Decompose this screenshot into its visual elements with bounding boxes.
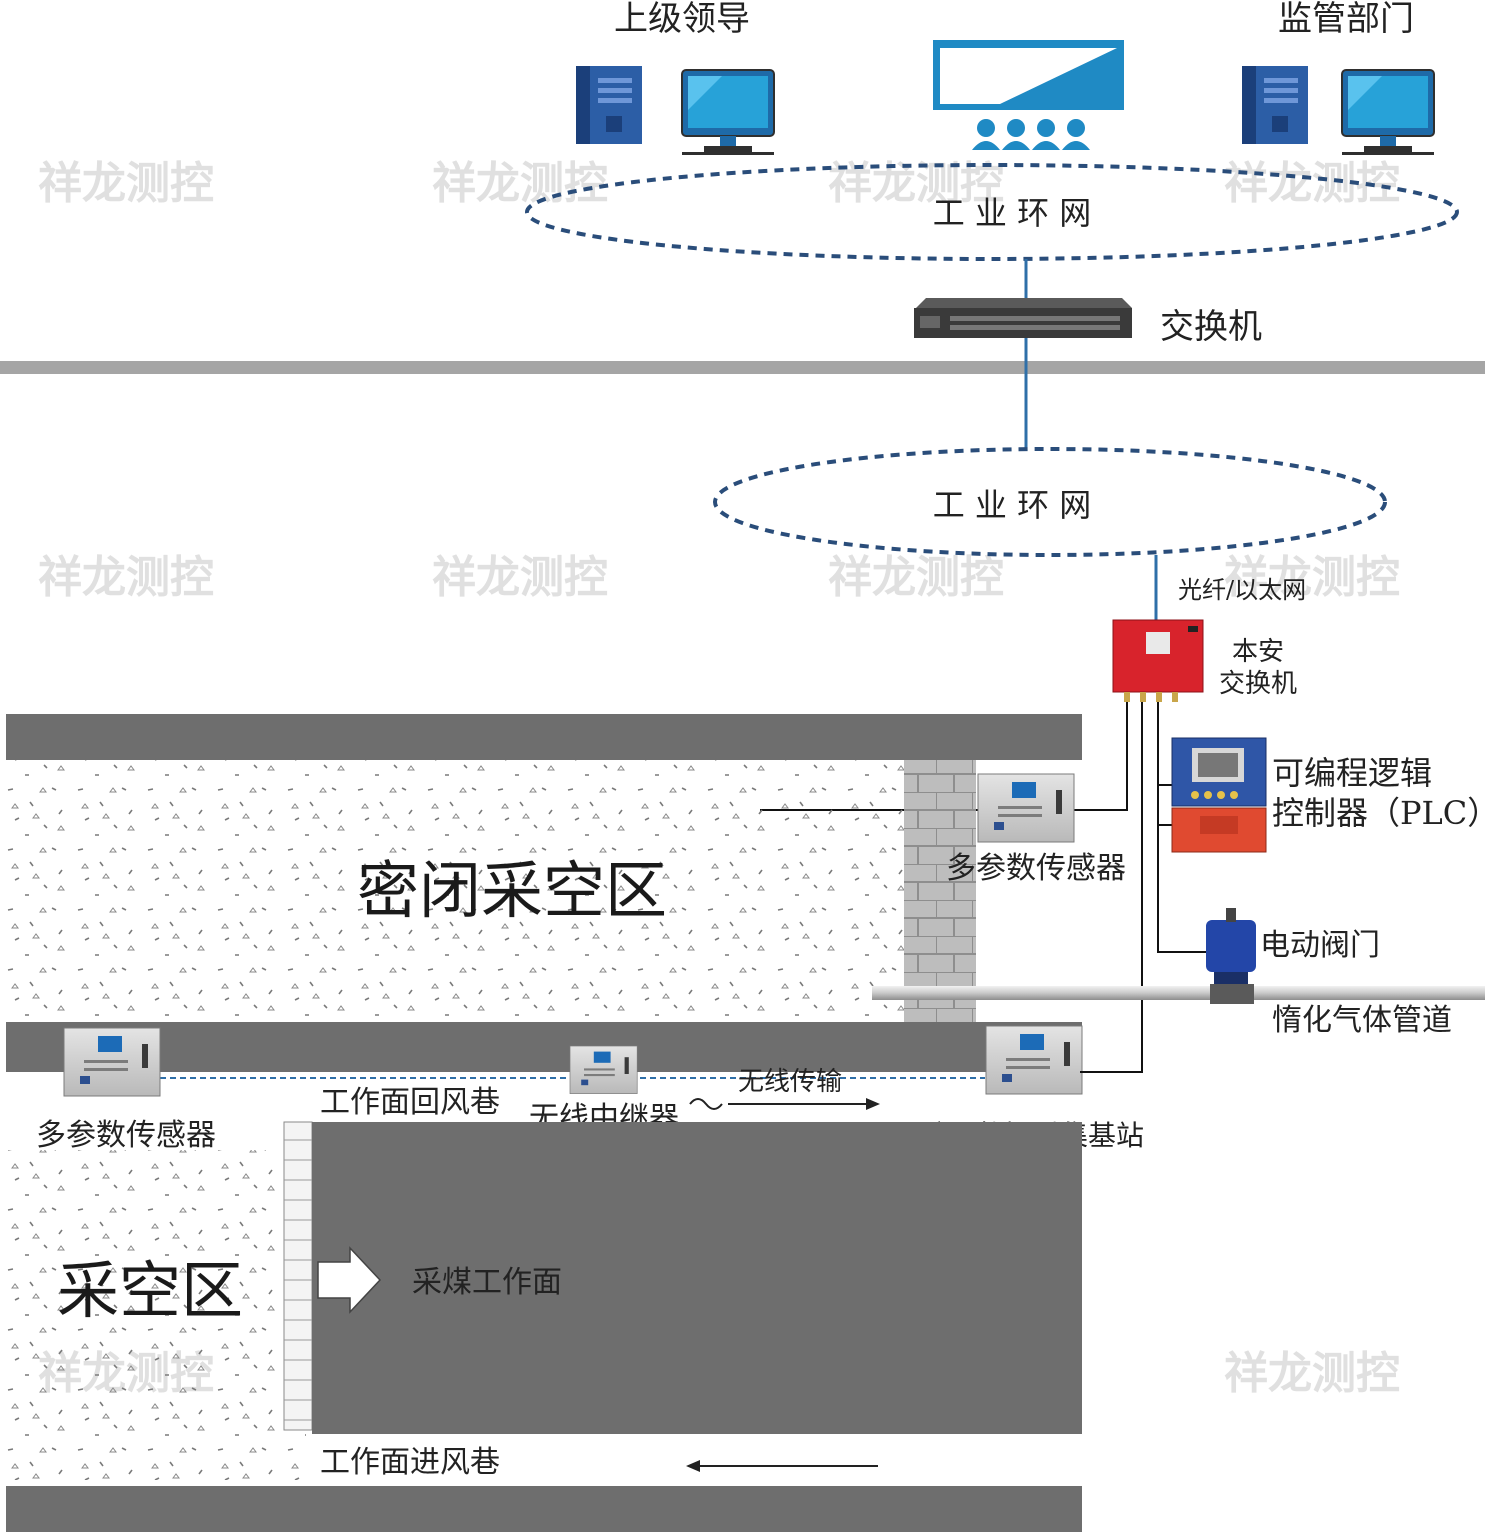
superior-label: 上级领导 bbox=[614, 0, 750, 39]
industrial-ring-mid bbox=[713, 447, 1387, 557]
watermark: 祥龙测控 bbox=[38, 552, 214, 603]
rock-layer-return bbox=[6, 1022, 1082, 1072]
industrial-ring-top bbox=[525, 163, 1459, 261]
desktop-monitor-icon bbox=[681, 69, 775, 156]
right-arrow-icon bbox=[728, 1098, 880, 1110]
return-airway-label: 工作面回风巷 bbox=[320, 1085, 500, 1120]
surface-separator bbox=[0, 361, 1485, 374]
intake-airway-label: 工作面进风巷 bbox=[320, 1445, 500, 1480]
wireless-repeater-icon bbox=[569, 1045, 638, 1094]
watermark: 祥龙测控 bbox=[432, 158, 608, 209]
ring-top-label: 工 业 环 网 bbox=[933, 194, 1092, 232]
multi-sensor-left-label: 多参数传感器 bbox=[36, 1118, 216, 1153]
rock-layer-bottom bbox=[6, 1486, 1082, 1532]
wireless-label: 无线传输 bbox=[738, 1067, 842, 1097]
supervision-group: 监管部门 bbox=[1242, 0, 1435, 156]
fiber-label: 光纤/以太网 bbox=[1178, 576, 1306, 604]
goaf-area bbox=[6, 1150, 306, 1480]
multi-sensor-left-icon bbox=[63, 1027, 161, 1097]
coal-face-label: 采煤工作面 bbox=[412, 1265, 562, 1300]
watermark: 祥龙测控 bbox=[828, 552, 1004, 603]
hydraulic-support bbox=[283, 1121, 313, 1431]
plc-label-1: 可编程逻辑 bbox=[1272, 754, 1432, 792]
desktop-monitor-icon bbox=[1341, 69, 1435, 156]
plc-label-2: 控制器（PLC） bbox=[1272, 794, 1485, 832]
sealed-goaf-label: 密闭采空区 bbox=[357, 854, 667, 927]
watermark: 祥龙测控 bbox=[432, 552, 608, 603]
left-arrow-icon bbox=[686, 1460, 878, 1472]
coal-face-block bbox=[312, 1122, 1082, 1434]
plc-controller-icon bbox=[1171, 737, 1267, 853]
superior-group: 上级领导 bbox=[576, 0, 775, 156]
advance-arrow-icon bbox=[317, 1246, 382, 1314]
network-switch-icon bbox=[914, 298, 1132, 338]
supervision-label: 监管部门 bbox=[1278, 0, 1414, 39]
goaf-label: 采空区 bbox=[57, 1254, 243, 1327]
ring-mid-label: 工 业 环 网 bbox=[933, 486, 1092, 524]
seal-wall bbox=[904, 760, 976, 1022]
electric-valve-icon bbox=[1206, 908, 1256, 1004]
intrinsic-switch-label-2: 交换机 bbox=[1219, 669, 1297, 699]
valve-label: 电动阀门 bbox=[1260, 928, 1380, 963]
multi-sensor-sealed-label: 多参数传感器 bbox=[946, 851, 1126, 886]
pipe-label: 惰化气体管道 bbox=[1272, 1003, 1452, 1038]
rock-layer-top bbox=[6, 714, 1082, 760]
watermark: 祥龙测控 bbox=[38, 158, 214, 209]
multi-sensor-sealed-icon bbox=[977, 773, 1075, 843]
watermark: 祥龙测控 bbox=[1224, 552, 1400, 603]
intrinsic-switch-label-1: 本安 bbox=[1232, 637, 1284, 667]
intrinsic-switch-icon bbox=[1112, 619, 1204, 702]
watermark: 祥龙测控 bbox=[1224, 1348, 1400, 1399]
sealed-goaf-area bbox=[6, 760, 904, 1022]
data-base-station-icon bbox=[985, 1025, 1083, 1095]
people-group-icon bbox=[972, 119, 1090, 150]
inert-gas-pipe bbox=[872, 986, 1485, 1000]
server-tower-icon bbox=[576, 66, 642, 144]
screen-group bbox=[933, 40, 1124, 150]
server-tower-icon bbox=[1242, 66, 1308, 144]
switch-label: 交换机 bbox=[1160, 307, 1262, 347]
